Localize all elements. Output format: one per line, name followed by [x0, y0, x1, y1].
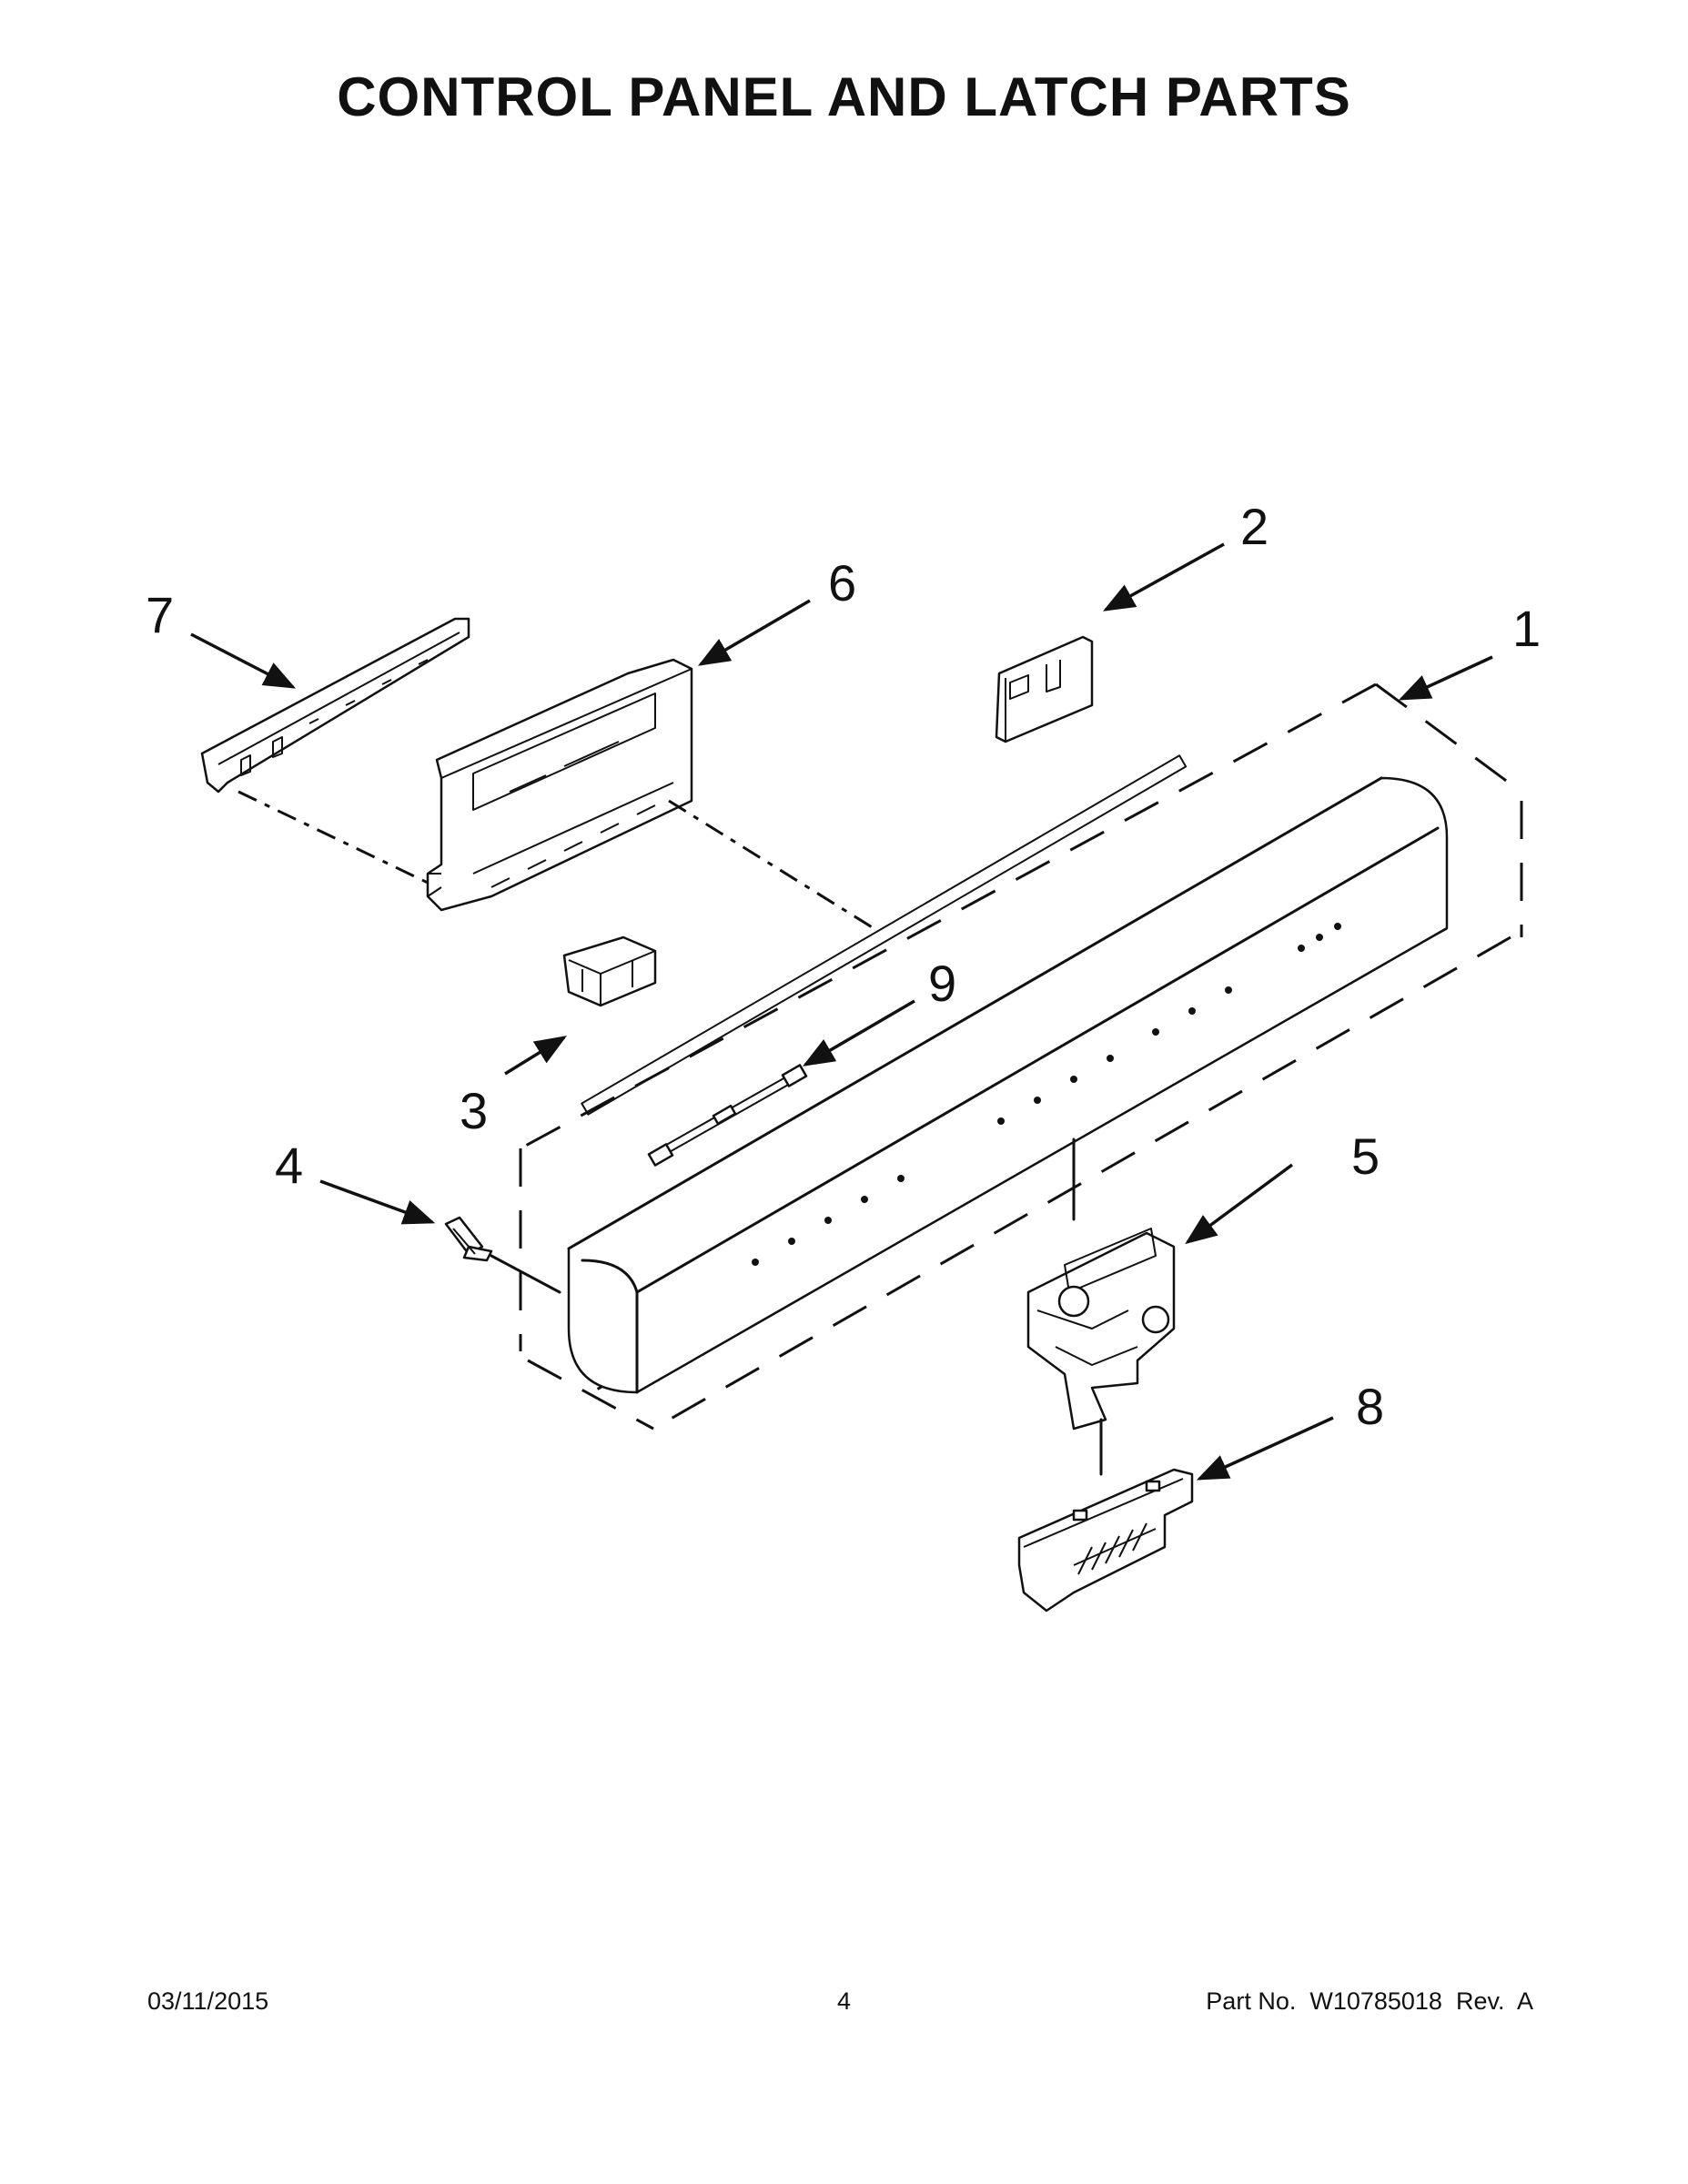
- part-4-screw: [444, 1216, 493, 1262]
- part-8-latch-housing: [1017, 1468, 1194, 1613]
- callout-5: 5: [1351, 1127, 1380, 1185]
- assembly-guide-lines: [238, 790, 1103, 1476]
- part-7-switch-strip: [200, 617, 470, 794]
- part-5-door-latch: [1026, 1228, 1176, 1431]
- part-3-clip: [562, 935, 657, 1007]
- callout-labels: 1 2 3 4 5 6 7 8 9: [146, 498, 1541, 1435]
- callout-8: 8: [1356, 1378, 1384, 1435]
- control-panel-bar: [567, 754, 1449, 1394]
- panel-button-holes: [752, 923, 1341, 1266]
- callout-1: 1: [1512, 600, 1541, 657]
- part-9-wire-harness: [647, 1064, 808, 1167]
- callout-3: 3: [460, 1082, 488, 1139]
- callout-9: 9: [928, 955, 956, 1012]
- callout-7: 7: [146, 586, 174, 643]
- part-6-control-housing: [426, 658, 693, 912]
- footer-page-number: 4: [836, 1987, 852, 2015]
- callout-2: 2: [1240, 498, 1269, 555]
- part-2-bracket: [995, 635, 1094, 743]
- callout-4: 4: [275, 1137, 303, 1194]
- page-title: CONTROL PANEL AND LATCH PARTS: [337, 66, 1351, 127]
- footer-part-number: Part No. W10785018 Rev. A: [1206, 1987, 1533, 2015]
- footer-date: 03/11/2015: [147, 1987, 269, 2015]
- callout-6: 6: [828, 554, 856, 612]
- callout-arrows: [190, 542, 1493, 1481]
